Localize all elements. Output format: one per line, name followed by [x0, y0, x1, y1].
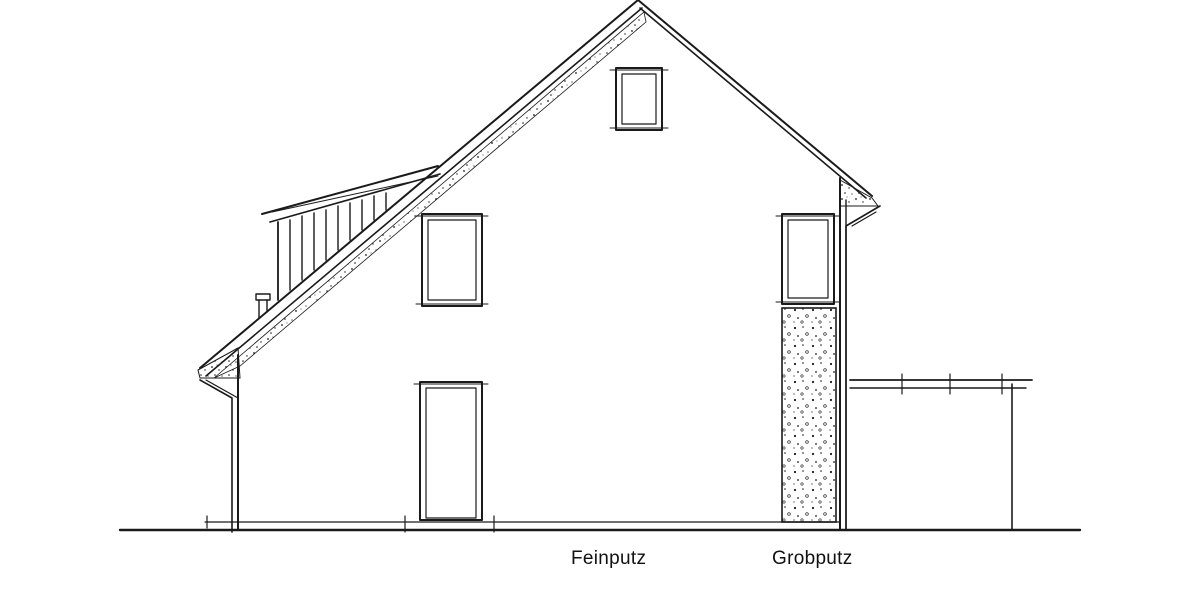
roof-eave-shading-right	[839, 179, 879, 207]
window-attic	[609, 67, 669, 131]
carport-structure	[849, 373, 1033, 531]
roof-eave-box-left	[197, 347, 241, 379]
window-upper-right	[775, 213, 841, 305]
house-wall-outline	[237, 177, 847, 531]
coarse-plaster-panel	[781, 307, 837, 523]
label-fine-plaster: Feinputz	[571, 548, 647, 569]
gable-roof	[197, 0, 879, 379]
label-coarse-plaster: Grobputz	[772, 548, 853, 569]
ground-line	[118, 515, 1082, 533]
window-upper-left	[415, 213, 489, 307]
roof-dormer	[261, 165, 441, 301]
downpipe-right	[845, 205, 881, 531]
door-ground-floor	[413, 381, 489, 521]
roof-vent-pipe	[255, 293, 271, 319]
roof-eave-shading-left	[213, 11, 647, 379]
downpipe-left	[199, 379, 239, 533]
